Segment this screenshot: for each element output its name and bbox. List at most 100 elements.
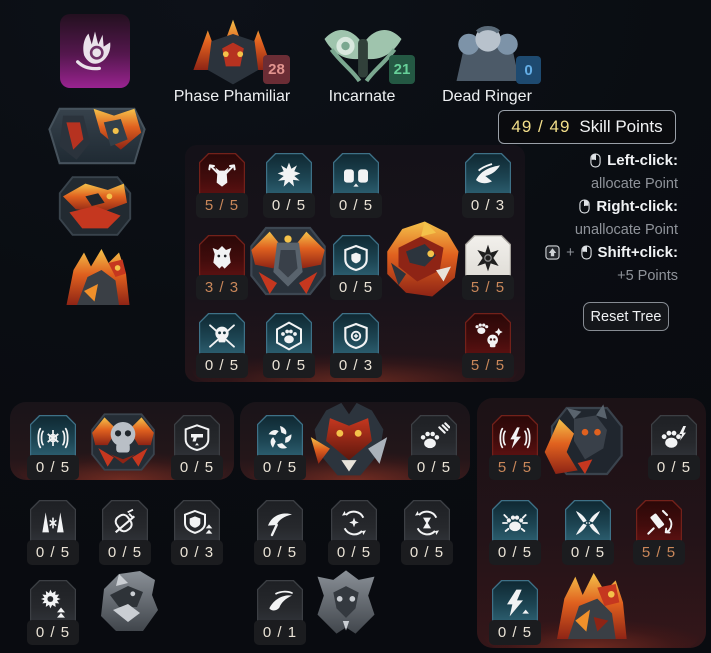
skull-flame-emblem[interactable] bbox=[86, 404, 160, 480]
flame-cat-emblem[interactable] bbox=[56, 241, 140, 313]
bolt-up-skill-tile[interactable] bbox=[492, 580, 538, 626]
skill-node-count: 0 / 5 bbox=[254, 540, 306, 565]
right-click-desc: unallocate Point bbox=[574, 221, 678, 238]
skill-node-fang-cross[interactable]: 0 / 5 bbox=[562, 500, 614, 566]
skill-node-wolf-head[interactable]: 3 / 3 bbox=[196, 235, 248, 301]
skill-node-swirl-shards[interactable]: 0 / 5 bbox=[254, 415, 306, 481]
paws-skull-skill-tile[interactable] bbox=[465, 313, 511, 359]
gun-shield-skill-tile[interactable] bbox=[174, 415, 220, 461]
echo-lightning-skill-tile[interactable] bbox=[492, 415, 538, 461]
flame-cat-icon bbox=[557, 573, 627, 639]
paw-hex-skill-tile[interactable] bbox=[266, 313, 312, 359]
syringe-swirl-skill-tile[interactable] bbox=[636, 500, 682, 546]
spike-snow-skill-tile[interactable] bbox=[30, 500, 76, 546]
paw-bolt-skill-tile[interactable] bbox=[651, 415, 697, 461]
fang-cross-skill-tile[interactable] bbox=[565, 500, 611, 546]
skill-node-twin-fists[interactable]: 0 / 5 bbox=[330, 153, 382, 219]
shield-icon bbox=[334, 236, 378, 280]
skill-points-value: 49 / 49 bbox=[511, 117, 571, 136]
swirl-shards-skill-tile[interactable] bbox=[257, 415, 303, 461]
paw-hex-icon bbox=[267, 314, 311, 358]
skill-node-paw-spark[interactable]: 0 / 5 bbox=[489, 500, 541, 566]
gear-snow-icon bbox=[31, 581, 75, 625]
tab-phase-phamiliar[interactable]: Phase Phamiliar bbox=[173, 88, 291, 105]
rotating-star-skill-tile[interactable] bbox=[331, 500, 377, 546]
flame-demon-emblem[interactable] bbox=[541, 398, 629, 484]
gray-visage-icon bbox=[317, 570, 375, 634]
gray-tiger-art[interactable] bbox=[92, 564, 164, 638]
tab-incarnate[interactable]: Incarnate bbox=[328, 88, 396, 105]
skill-node-paw-claw[interactable]: 0 / 5 bbox=[408, 415, 460, 481]
skill-node-paws-skull[interactable]: 5 / 5 bbox=[462, 313, 514, 379]
skill-node-spike-snow[interactable]: 0 / 5 bbox=[27, 500, 79, 566]
tab-phase-phamiliar-art[interactable] bbox=[187, 16, 279, 88]
claw-burst-skill-tile[interactable] bbox=[266, 153, 312, 199]
swift-wing-skill-tile[interactable] bbox=[465, 153, 511, 199]
skill-node-skull-spears[interactable]: 0 / 5 bbox=[196, 313, 248, 379]
tiger-keystone[interactable] bbox=[376, 216, 466, 302]
tab-dead-ringer-art[interactable] bbox=[441, 18, 535, 88]
crescent-skill-tile[interactable] bbox=[257, 580, 303, 626]
flame-emblem-keystone[interactable] bbox=[244, 220, 332, 302]
shield-up-skill-tile[interactable] bbox=[174, 500, 220, 546]
paw-spark-skill-tile[interactable] bbox=[492, 500, 538, 546]
skull-spears-skill-tile[interactable] bbox=[199, 313, 245, 359]
skill-node-count: 0 / 5 bbox=[27, 455, 79, 480]
skill-node-bolt-up[interactable]: 0 / 5 bbox=[489, 580, 541, 646]
skill-node-gear-snow[interactable]: 0 / 5 bbox=[27, 580, 79, 646]
left-click-desc: allocate Point bbox=[590, 175, 678, 192]
skill-node-count: 0 / 5 bbox=[254, 455, 306, 480]
paw-claw-skill-tile[interactable] bbox=[411, 415, 457, 461]
grenade-skill-tile[interactable] bbox=[102, 500, 148, 546]
skill-node-grenade[interactable]: 0 / 5 bbox=[99, 500, 151, 566]
hourglass-cycle-skill-tile[interactable] bbox=[404, 500, 450, 546]
shield-orb-skill-tile[interactable] bbox=[333, 313, 379, 359]
skill-node-crescent[interactable]: 0 / 1 bbox=[254, 580, 306, 646]
skill-node-star-burst[interactable]: 5 / 5 bbox=[462, 235, 514, 301]
flame-cat-art[interactable] bbox=[546, 560, 634, 652]
skill-node-count: 0 / 5 bbox=[263, 353, 315, 378]
tab-incarnate-art[interactable] bbox=[320, 18, 406, 88]
skill-node-guard-shield[interactable]: 0 / 5 bbox=[330, 235, 382, 301]
skill-node-syringe-swirl[interactable]: 5 / 5 bbox=[633, 500, 685, 566]
tab-dead-ringer[interactable]: Dead Ringer bbox=[442, 88, 532, 105]
hound-spears-skill-tile[interactable] bbox=[199, 153, 245, 199]
guard-shield-skill-tile[interactable] bbox=[333, 235, 379, 281]
phantom-hand-spell-icon[interactable] bbox=[60, 14, 130, 88]
skill-node-rotating-star[interactable]: 0 / 5 bbox=[328, 500, 380, 566]
tiger-emblem[interactable] bbox=[56, 174, 134, 238]
skill-node-echo-snowflake[interactable]: 0 / 5 bbox=[27, 415, 79, 481]
skill-node-scythe[interactable]: 0 / 5 bbox=[254, 500, 306, 566]
skill-node-count: 0 / 1 bbox=[254, 620, 306, 645]
skill-node-shield-orb[interactable]: 0 / 3 bbox=[330, 313, 382, 379]
skill-node-gun-shield[interactable]: 0 / 5 bbox=[171, 415, 223, 481]
bolt-up-icon bbox=[493, 581, 537, 625]
skill-node-hourglass-cycle[interactable]: 0 / 5 bbox=[401, 500, 453, 566]
scythe-skill-tile[interactable] bbox=[257, 500, 303, 546]
skill-node-hound-spears[interactable]: 5 / 5 bbox=[196, 153, 248, 219]
skill-node-claw-burst[interactable]: 0 / 5 bbox=[263, 153, 315, 219]
gray-visage-art[interactable] bbox=[308, 566, 384, 638]
gear-snow-skill-tile[interactable] bbox=[30, 580, 76, 626]
echo-snowflake-skill-tile[interactable] bbox=[30, 415, 76, 461]
skill-node-count: 0 / 5 bbox=[328, 540, 380, 565]
skill-node-paw-bolt[interactable]: 0 / 5 bbox=[648, 415, 700, 481]
skill-node-paw-hex[interactable]: 0 / 5 bbox=[263, 313, 315, 379]
star-burst-skill-tile[interactable] bbox=[465, 235, 511, 281]
phamiliar-duo-emblem[interactable] bbox=[45, 102, 149, 170]
skill-node-count: 0 / 5 bbox=[27, 540, 79, 565]
paw-claw-icon bbox=[412, 416, 456, 460]
skill-node-shield-up[interactable]: 0 / 3 bbox=[171, 500, 223, 566]
hound-spears-icon bbox=[200, 154, 244, 198]
skill-node-echo-lightning[interactable]: 5 / 5 bbox=[489, 415, 541, 481]
reset-tree-button[interactable]: Reset Tree bbox=[583, 302, 669, 331]
wolf-head-skill-tile[interactable] bbox=[199, 235, 245, 281]
skill-node-count: 0 / 5 bbox=[330, 275, 382, 300]
skill-node-count: 5 / 5 bbox=[462, 353, 514, 378]
red-wolf-art[interactable] bbox=[303, 399, 395, 483]
skill-node-count: 0 / 5 bbox=[99, 540, 151, 565]
skill-node-count: 0 / 5 bbox=[401, 540, 453, 565]
twin-fists-skill-tile[interactable] bbox=[333, 153, 379, 199]
skill-node-swift-wing[interactable]: 0 / 3 bbox=[462, 153, 514, 219]
